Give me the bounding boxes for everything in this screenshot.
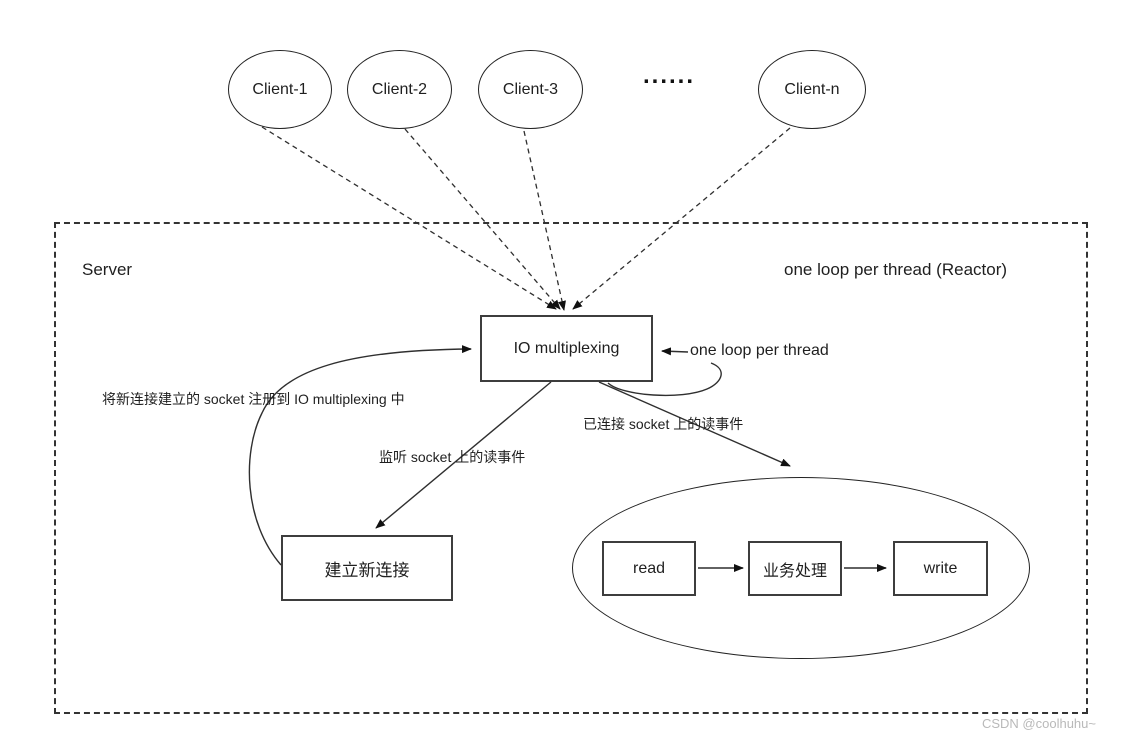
reactor-pattern-label: one loop per thread (Reactor) xyxy=(784,260,1008,279)
write-label: write xyxy=(923,559,958,577)
read-node: read xyxy=(602,541,696,596)
client-3-label: Client-3 xyxy=(502,80,559,98)
client-1-label: Client-1 xyxy=(252,80,308,98)
server-label: Server xyxy=(82,260,133,279)
worker-loop-ellipse xyxy=(572,477,1030,659)
new-connection-node: 建立新连接 xyxy=(281,535,453,601)
client-n-node: Client-n xyxy=(758,50,866,129)
write-node: write xyxy=(893,541,988,596)
business-processing-label: 业务处理 xyxy=(762,562,827,580)
io-multiplexing-label: IO multiplexing xyxy=(513,339,620,357)
listen-socket-edge-label: 监听 socket 上的读事件 xyxy=(379,449,526,465)
client-1-node: Client-1 xyxy=(228,50,332,129)
client-3-node: Client-3 xyxy=(478,50,583,129)
clients-ellipsis: ...... xyxy=(642,62,695,89)
client-2-node: Client-2 xyxy=(347,50,452,129)
business-processing-node: 业务处理 xyxy=(748,541,842,596)
read-label: read xyxy=(632,559,666,577)
client-n-label: Client-n xyxy=(784,80,840,98)
client-2-label: Client-2 xyxy=(371,80,428,98)
register-socket-edge-label: 将新连接建立的 socket 注册到 IO multiplexing 中 xyxy=(102,391,405,407)
io-multiplexing-node: IO multiplexing xyxy=(480,315,653,382)
server-boundary-box xyxy=(54,222,1088,714)
watermark-text: CSDN @coolhuhu~ xyxy=(981,716,1096,731)
connected-socket-edge-label: 已连接 socket 上的读事件 xyxy=(583,416,744,432)
new-connection-label: 建立新连接 xyxy=(324,560,410,580)
event-loop-edge-label: one loop per thread xyxy=(690,342,829,359)
